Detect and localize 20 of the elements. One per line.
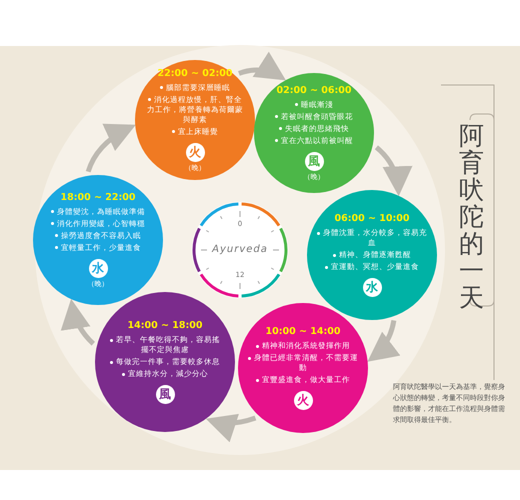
curved-arrow	[206, 412, 256, 442]
time-range: 10:00 ~ 14:00	[265, 326, 341, 337]
element-badge: 火	[186, 142, 204, 162]
curved-arrow	[368, 320, 400, 362]
element-badge: 風	[304, 152, 324, 170]
element-badge: 風	[156, 385, 174, 404]
curved-arrow	[238, 52, 286, 80]
time-range: 06:00 ~ 10:00	[334, 213, 410, 224]
time-range: 18:00 ~ 22:00	[60, 192, 136, 202]
time-range: 22:00 ~ 02:00	[157, 68, 233, 78]
curved-arrow	[61, 298, 96, 346]
time-range: 02:00 ~ 06:00	[276, 84, 352, 96]
title: 阿育吠陀的一天	[458, 122, 485, 311]
element-badge: 水	[88, 258, 108, 278]
element-badge: 火	[294, 391, 312, 410]
clock-label: Ayurveda	[210, 244, 269, 255]
time-range: 14:00 ~ 18:00	[127, 320, 203, 331]
element-badge: 水	[362, 278, 382, 297]
curved-arrow	[86, 124, 136, 173]
curved-arrow	[374, 145, 412, 196]
